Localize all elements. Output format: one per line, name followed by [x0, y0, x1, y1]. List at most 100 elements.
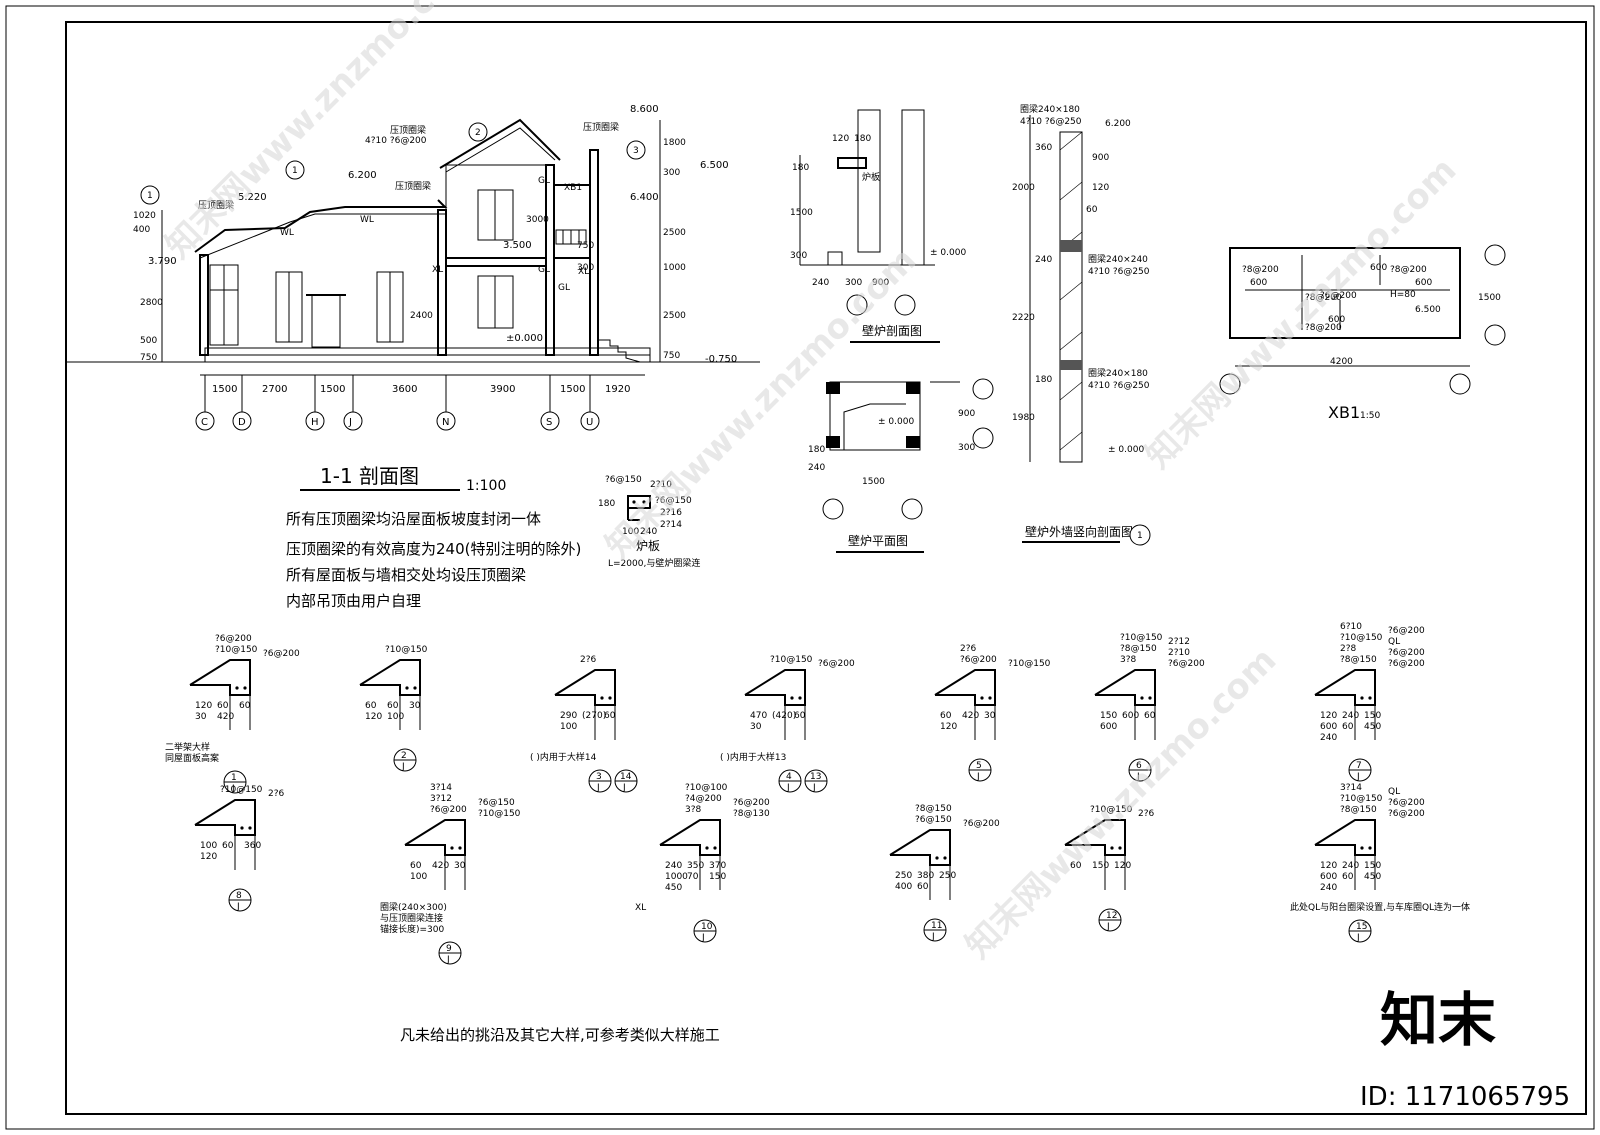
- dimension: (270): [582, 711, 606, 721]
- rebar-label: ?10@150: [385, 645, 428, 655]
- span-dimension: 1500: [560, 384, 585, 395]
- fireplace-outline: [829, 381, 921, 451]
- rebar-label: 2?14: [660, 520, 682, 530]
- rebar-label: ?8@200: [1305, 323, 1342, 333]
- rebar-dot: [248, 826, 252, 830]
- dimension: 240: [640, 527, 657, 537]
- rebar-label: ?6@200: [1388, 659, 1425, 669]
- dimension: (420): [772, 711, 796, 721]
- dimension: 150: [1100, 711, 1117, 721]
- dimension: 120: [1320, 711, 1337, 721]
- rebar-dot: [243, 686, 247, 690]
- axis-bubble: [1484, 324, 1506, 346]
- dimension: 60: [222, 841, 234, 851]
- dimension: 100: [200, 841, 217, 851]
- dimension: 100: [387, 712, 404, 722]
- rebar-label: ?6@150: [605, 475, 642, 485]
- rebar-label: 4?10 ?6@250: [1088, 267, 1150, 277]
- beam-label: 压顶圈梁: [198, 199, 234, 211]
- dimension: 500: [140, 336, 157, 346]
- axis-bubble: [822, 498, 844, 520]
- beam-label: 压顶圈梁: [390, 124, 426, 136]
- dimension: 240: [1035, 255, 1052, 265]
- dimension: 400: [895, 882, 912, 892]
- rebar-label: ?6@200: [1168, 659, 1205, 669]
- callout-axis: J: [1356, 772, 1360, 782]
- rebar-label: 3?8: [1120, 655, 1137, 665]
- dimension: 150: [1364, 861, 1381, 871]
- chimney-wall: [857, 109, 881, 253]
- axis-label: C: [201, 417, 208, 428]
- callout-number: 2: [475, 128, 481, 138]
- dimension: 300: [790, 251, 807, 261]
- axis-label: D: [238, 417, 246, 428]
- rebar-dot: [235, 686, 239, 690]
- dimension: 600: [1415, 278, 1432, 288]
- span-dimension: 1500: [212, 384, 237, 395]
- eave-outline: [554, 669, 616, 706]
- detail-callout: [1129, 524, 1151, 546]
- callout-number: 13: [810, 772, 821, 782]
- dimension: 420: [962, 711, 979, 721]
- dimension: 900: [958, 409, 975, 419]
- dimension: 400: [133, 225, 150, 235]
- rebar-dot: [608, 696, 612, 700]
- callout-axis: J: [1106, 922, 1110, 932]
- rebar-label: 3?14: [1340, 783, 1362, 793]
- dimension: 2400: [410, 311, 433, 321]
- detail-note: 二举架大样: [165, 741, 210, 753]
- exterior-steps: [598, 339, 641, 363]
- dimension: 30: [409, 701, 421, 711]
- dimension: 60: [365, 701, 377, 711]
- callout-number: 1: [1137, 531, 1143, 541]
- dimension: 600: [1370, 263, 1387, 273]
- dimension: 120: [195, 701, 212, 711]
- rebar-label: 2?16: [660, 508, 682, 518]
- rebar-label: ?4@200: [685, 794, 722, 804]
- two-storey-block: [445, 164, 547, 356]
- beam-label: GL: [558, 283, 570, 293]
- rebar-dot: [413, 686, 417, 690]
- rebar-label: ?8@150: [1340, 655, 1377, 665]
- level-label: 5.220: [238, 192, 267, 203]
- mid-wall: [437, 209, 447, 356]
- beam-label: GL: [538, 176, 550, 186]
- callout-axis: J: [622, 783, 626, 793]
- rebar-dot: [980, 696, 984, 700]
- rebar-label: 2?6: [1138, 809, 1155, 819]
- rebar-dot: [1148, 696, 1152, 700]
- outer-border: [5, 5, 1595, 1130]
- detail-callout: [468, 122, 488, 142]
- dimension: 2220: [1012, 313, 1035, 323]
- section-1-1: 5.220 6.200 8.600 6.500 6.400 3.500 3.79…: [66, 104, 760, 610]
- axis-label: S: [546, 417, 552, 428]
- callout-number: 5: [976, 761, 982, 771]
- level-label: 6.400: [630, 192, 659, 203]
- dimension: 1500: [862, 477, 885, 487]
- dimension: 100: [410, 872, 427, 882]
- dimension: 300: [663, 168, 680, 178]
- dimension: 60: [239, 701, 251, 711]
- level-label: 6.200: [1105, 119, 1131, 129]
- rebar-dot: [705, 846, 709, 850]
- dimension: 900: [872, 278, 889, 288]
- dimension: 240: [1320, 733, 1337, 743]
- dimension: 600: [1320, 722, 1337, 732]
- rebar-label: 2?12: [1168, 637, 1190, 647]
- detail-title: 壁炉剖面图: [862, 323, 922, 338]
- dimension: 60: [1342, 872, 1354, 882]
- span-dimension: 3900: [490, 384, 515, 395]
- dimension: 1500: [1478, 293, 1501, 303]
- detail-title: 炉板: [636, 539, 660, 553]
- dimension: 150: [1092, 861, 1109, 871]
- dimension: 2800: [140, 298, 163, 308]
- dimension: 180: [598, 499, 615, 509]
- dimension: 240: [808, 463, 825, 473]
- beam-label: 压顶圈梁: [583, 121, 619, 133]
- eave-outline: [404, 819, 466, 856]
